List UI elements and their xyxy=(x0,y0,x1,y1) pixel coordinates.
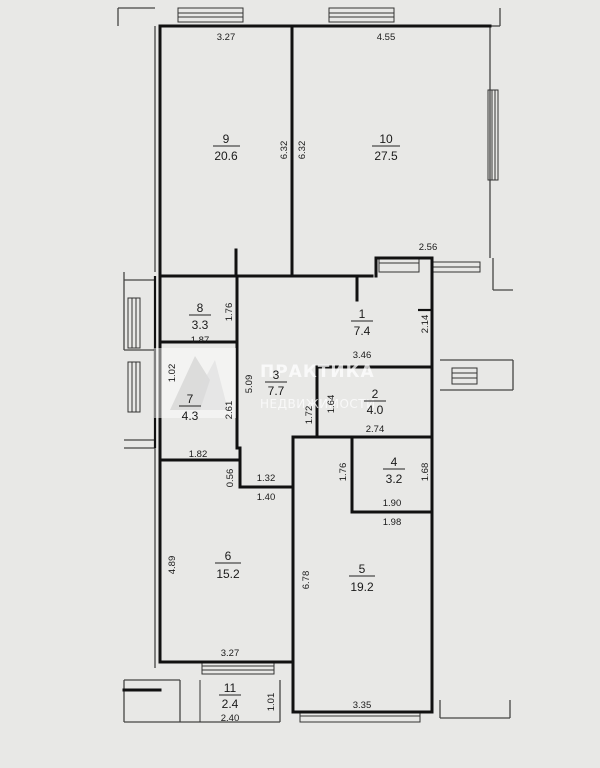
dimension-label: 3.27 xyxy=(221,648,240,659)
room-4: 4 3.2 xyxy=(383,455,405,486)
room-11: 11 2.4 xyxy=(219,681,241,711)
dimension-label: 4.89 xyxy=(167,556,178,575)
dimension-label: 1.90 xyxy=(383,498,402,509)
watermark-title: ПРАКТИКА xyxy=(260,362,375,382)
room-area: 2.4 xyxy=(222,697,239,711)
room-number: 2 xyxy=(372,387,379,401)
room-area: 27.5 xyxy=(374,149,398,163)
room-number: 7 xyxy=(187,392,194,406)
room-9: 9 20.6 xyxy=(213,132,240,163)
dimension-label: 5.09 xyxy=(244,375,255,394)
room-number: 3 xyxy=(273,368,280,382)
dimension-label: 2.40 xyxy=(221,713,240,724)
room-6: 6 15.2 xyxy=(215,549,241,581)
dimension-label: 1.01 xyxy=(266,693,277,712)
room-area: 7.7 xyxy=(268,384,285,398)
dimension-labels: 3.27 4.55 6.32 6.32 2.56 1.76 1.87 2.14 … xyxy=(167,32,437,724)
room-8: 8 3.3 xyxy=(189,301,211,332)
dimension-label: 1.76 xyxy=(224,303,235,322)
dimension-label: 1.40 xyxy=(257,492,276,503)
watermark-subtitle: НЕДВИЖИМОСТИ xyxy=(260,397,376,411)
dimension-label: 1.02 xyxy=(167,364,178,383)
dimension-label: 2.56 xyxy=(419,242,438,253)
room-area: 3.3 xyxy=(192,318,209,332)
room-area: 19.2 xyxy=(350,580,374,594)
dimension-label: 6.78 xyxy=(301,571,312,590)
room-5: 5 19.2 xyxy=(349,562,375,594)
dimension-label: 3.35 xyxy=(353,700,372,711)
dimension-label: 1.68 xyxy=(420,463,431,482)
room-number: 4 xyxy=(391,455,398,469)
room-7: 7 4.3 xyxy=(179,392,201,423)
room-1: 1 7.4 xyxy=(351,307,373,338)
dimension-label: 0.56 xyxy=(225,469,236,488)
room-number: 1 xyxy=(359,307,366,321)
room-number: 11 xyxy=(224,681,237,695)
dimension-label: 3.27 xyxy=(217,32,236,43)
room-area: 15.2 xyxy=(216,567,240,581)
room-2: 2 4.0 xyxy=(364,387,386,417)
dimension-label: 2.61 xyxy=(224,401,235,420)
room-number: 5 xyxy=(359,562,366,576)
thin-walls xyxy=(153,276,432,448)
dimension-label: 1.64 xyxy=(326,395,337,414)
room-area: 3.2 xyxy=(386,472,403,486)
dimension-label: 6.32 xyxy=(297,141,308,160)
dimension-label: 2.14 xyxy=(420,315,431,334)
dimension-label: 1.32 xyxy=(257,473,276,484)
room-3: 3 7.7 xyxy=(265,368,287,398)
dimension-label: 2.74 xyxy=(366,424,385,435)
dimension-label: 1.76 xyxy=(338,463,349,482)
room-area: 4.0 xyxy=(367,403,384,417)
room-area: 7.4 xyxy=(354,324,371,338)
room-area: 4.3 xyxy=(182,409,199,423)
room-number: 6 xyxy=(225,549,232,563)
room-area: 20.6 xyxy=(214,149,238,163)
room-number: 9 xyxy=(223,132,230,146)
dimension-label: 3.46 xyxy=(353,350,372,361)
walls xyxy=(122,24,492,714)
dimension-label: 1.82 xyxy=(189,449,208,460)
dimension-label: 4.55 xyxy=(377,32,396,43)
dimension-label: 1.98 xyxy=(383,517,402,528)
dimension-label: 6.32 xyxy=(279,141,290,160)
room-10: 10 27.5 xyxy=(372,132,400,163)
outer-contour xyxy=(117,7,514,723)
dimension-label: 1.87 xyxy=(191,335,210,346)
room-number: 10 xyxy=(379,132,393,146)
room-number: 8 xyxy=(197,301,204,315)
dimension-label: 1.72 xyxy=(304,406,315,425)
